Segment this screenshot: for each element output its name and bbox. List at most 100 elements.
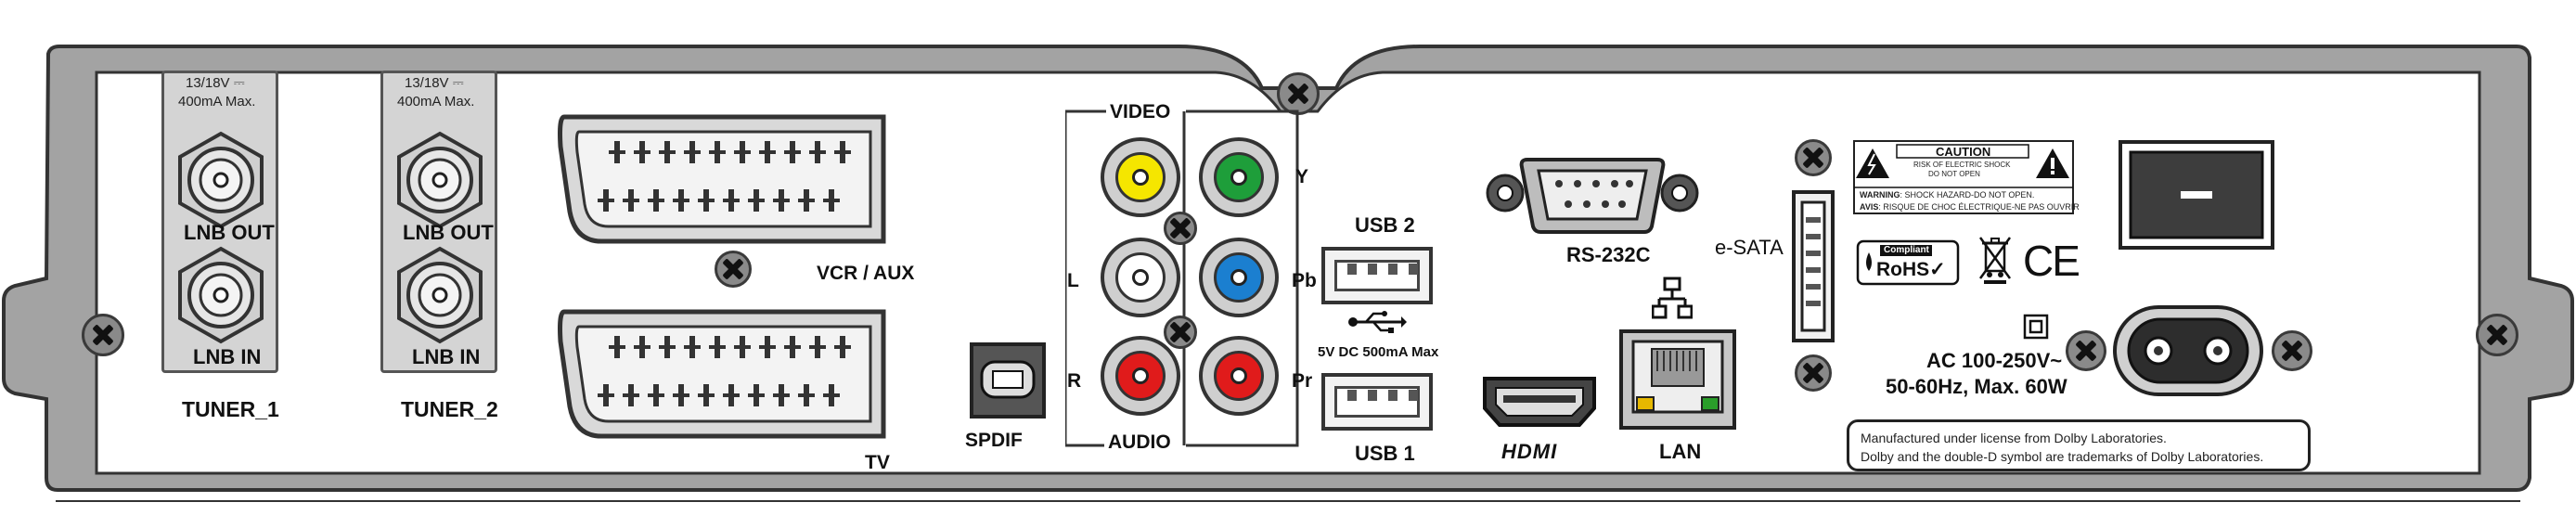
power-spec-line1: AC 100-250V~ xyxy=(1926,349,2063,372)
tuner2-lnb-out-label: LNB OUT xyxy=(403,221,494,244)
tuner1-lnb-in-connector[interactable] xyxy=(171,245,271,345)
dolby-line2: Dolby and the double-D symbol are tradem… xyxy=(1861,449,2264,464)
spdif-label: SPDIF xyxy=(965,430,1023,451)
esata-label: e-SATA xyxy=(1715,236,1784,259)
usb2-port[interactable] xyxy=(1321,247,1433,304)
scart-pin-bar xyxy=(734,150,751,154)
component-pb-label: Pb xyxy=(1292,270,1317,291)
video-label: VIDEO xyxy=(1106,102,1175,122)
weee-bin-icon xyxy=(1978,237,2012,284)
scart-pin-bar xyxy=(759,150,776,154)
av-screw-lower xyxy=(1164,316,1197,349)
scart-pin-bar xyxy=(723,393,740,397)
dolby-line1: Manufactured under license from Dolby La… xyxy=(1861,431,2167,445)
hdmi-logo-label: HDMI xyxy=(1501,440,1558,463)
tuner1-name: TUNER_1 xyxy=(182,397,279,421)
scart-pin-bar xyxy=(809,345,826,349)
rs232-db9-port[interactable] xyxy=(1481,154,1704,238)
tuner2-lnb-out-connector[interactable] xyxy=(390,130,490,230)
component-pr-label: Pr xyxy=(1292,370,1313,392)
rohs-compliant: Compliant xyxy=(1884,245,1929,255)
caution-avis-text: : RISQUE DE CHOC ÉLECTRIQUE-NE PAS OUVRI… xyxy=(1878,202,2080,212)
tuner2-spec-top: 13/18V ⎓ xyxy=(405,75,464,91)
caution-title: CAUTION xyxy=(1936,145,1991,159)
left-screw xyxy=(82,314,124,356)
caution-warning-text: : SHOCK HAZARD-DO NOT OPEN. xyxy=(1900,190,2035,200)
component-pb-rca-jack[interactable] xyxy=(1199,238,1279,317)
scart-pin-bar xyxy=(773,199,790,202)
scart-pin-bar xyxy=(648,199,664,202)
scart-pin-bar xyxy=(798,393,815,397)
component-y-rca-jack[interactable] xyxy=(1199,137,1279,217)
ce-mark: CE xyxy=(2023,237,2080,285)
scart-pin-bar xyxy=(698,393,715,397)
scart-pin-bar xyxy=(734,345,751,349)
dolby-notice-box: Manufactured under license from Dolby La… xyxy=(1847,419,2311,471)
scart-tv-label: TV xyxy=(865,452,890,473)
audio-r-label: R xyxy=(1067,370,1082,392)
scart-pin-bar xyxy=(648,393,664,397)
power-spec-line2: 50-60Hz, Max. 60W xyxy=(1886,375,2067,398)
hdmi-port[interactable] xyxy=(1479,373,1600,431)
scart-pin-bar xyxy=(698,199,715,202)
scart-pin-bar xyxy=(659,345,676,349)
usb1-port[interactable] xyxy=(1321,373,1433,431)
lan-rj45-port[interactable] xyxy=(1618,328,1737,431)
tuner2-lnb-in-connector[interactable] xyxy=(390,245,490,345)
av-screw-upper xyxy=(1164,212,1197,245)
power-switch[interactable] xyxy=(2118,139,2275,251)
scart-pin-bar xyxy=(823,199,840,202)
component-y-label: Y xyxy=(1295,166,1309,187)
ac-inlet-screw-left xyxy=(2066,330,2106,371)
audio-label: AUDIO xyxy=(1104,432,1175,452)
usb-trident-icon xyxy=(1348,311,1407,333)
scart-pin-bar xyxy=(773,393,790,397)
esata-port[interactable] xyxy=(1791,189,1835,343)
scart-pin-bar xyxy=(598,393,614,397)
scart-pin-bar xyxy=(709,345,726,349)
ac-inlet-screw-right xyxy=(2272,330,2312,371)
lan-label: LAN xyxy=(1659,440,1702,463)
rohs-text: RoHS✓ xyxy=(1876,259,1946,280)
caution-avis-bold: AVIS xyxy=(1860,202,1879,212)
scart-pin-bar xyxy=(634,345,650,349)
tuner1-lnb-out-label: LNB OUT xyxy=(184,221,275,244)
audio-l-label: L xyxy=(1067,270,1079,291)
scart-pin-bar xyxy=(834,150,851,154)
usb1-label: USB 1 xyxy=(1355,442,1415,465)
scart-pin-bar xyxy=(673,393,689,397)
scart-pin-bar xyxy=(623,199,639,202)
scart-pin-bar xyxy=(784,150,801,154)
tuner1-lnb-out-connector[interactable] xyxy=(171,130,271,230)
scart-pin-bar xyxy=(634,150,650,154)
rs232-label: RS-232C xyxy=(1566,243,1651,266)
av-bracket xyxy=(1065,109,1299,447)
scart-pin-bar xyxy=(759,345,776,349)
audio-right-rca-jack[interactable] xyxy=(1101,336,1180,416)
scart-pin-bar xyxy=(823,393,840,397)
scart-vcr-connector[interactable] xyxy=(557,109,891,249)
tuner2-name: TUNER_2 xyxy=(401,397,498,421)
tuner2-lnb-in-label: LNB IN xyxy=(412,345,481,368)
scart-pin-bar xyxy=(609,150,625,154)
scart-pin-bar xyxy=(748,393,765,397)
scart-pin-bar xyxy=(834,345,851,349)
caution-label xyxy=(1853,140,2074,214)
right-screw xyxy=(2476,314,2518,356)
usb2-label: USB 2 xyxy=(1355,213,1415,237)
scart-pin-bar xyxy=(748,199,765,202)
video-rca-jack[interactable] xyxy=(1101,137,1180,217)
scart-pin-bar xyxy=(673,199,689,202)
spdif-optical-port[interactable] xyxy=(969,341,1047,419)
caution-warning-bold: WARNING xyxy=(1860,190,1900,200)
usb-power-spec: 5V DC 500mA Max xyxy=(1318,344,1439,360)
component-pr-rca-jack[interactable] xyxy=(1199,336,1279,416)
scart-pin-bar xyxy=(609,345,625,349)
scart-pin-bar xyxy=(723,199,740,202)
ac-power-inlet[interactable] xyxy=(2112,304,2264,397)
scart-tv-connector[interactable] xyxy=(557,304,891,444)
audio-left-rca-jack[interactable] xyxy=(1101,238,1180,317)
scart-pin-bar xyxy=(809,150,826,154)
scart-pin-bar xyxy=(598,199,614,202)
scart-pin-bar xyxy=(709,150,726,154)
